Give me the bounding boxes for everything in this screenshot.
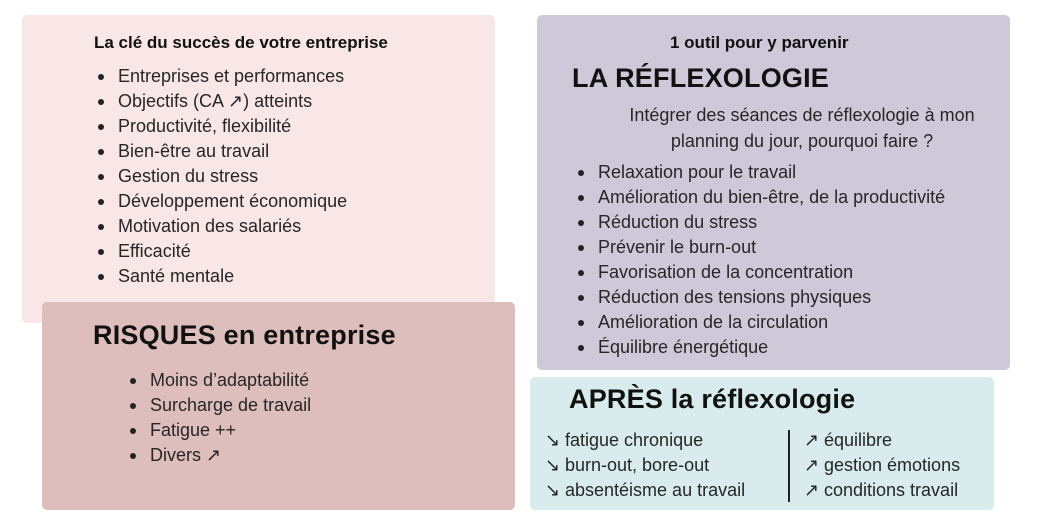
list-item: ↗conditions travail	[804, 478, 960, 503]
list-item: Relaxation pour le travail	[578, 160, 945, 185]
after-reflexology-panel	[530, 377, 994, 510]
reflexology-benefits-list: Relaxation pour le travail Amélioration …	[578, 160, 945, 360]
key-success-title: La clé du succès de votre entreprise	[94, 33, 388, 52]
list-item: Prévenir le burn-out	[578, 235, 945, 260]
list-item: Productivité, flexibilité	[98, 114, 347, 139]
decrease-list: ↘fatigue chronique ↘burn-out, bore-out ↘…	[545, 428, 745, 503]
list-item: ↗équilibre	[804, 428, 960, 453]
risks-title: RISQUES en entreprise	[93, 320, 396, 350]
list-item: Développement économique	[98, 189, 347, 214]
list-item: Amélioration de la circulation	[578, 310, 945, 335]
down-arrow-icon: ↘	[545, 480, 561, 500]
list-item: Équilibre énergétique	[578, 335, 945, 360]
list-item: Santé mentale	[98, 264, 347, 289]
list-item: Objectifs (CA ↗) atteints	[98, 89, 347, 114]
list-item: Motivation des salariés	[98, 214, 347, 239]
list-item: ↘burn-out, bore-out	[545, 453, 745, 478]
list-item: Entreprises et performances	[98, 64, 347, 89]
list-item: ↗gestion émotions	[804, 453, 960, 478]
question-line-2: planning du jour, pourquoi faire ?	[670, 131, 934, 151]
risks-list: Moins d’adaptabilité Surcharge de travai…	[130, 368, 311, 468]
risks-panel	[42, 302, 515, 510]
list-item: Efficacité	[98, 239, 347, 264]
list-item: Gestion du stress	[98, 164, 347, 189]
list-item: Moins d’adaptabilité	[130, 368, 311, 393]
key-success-list: Entreprises et performances Objectifs (C…	[98, 64, 347, 289]
list-item: Amélioration du bien-être, de la product…	[578, 185, 945, 210]
list-item: Réduction du stress	[578, 210, 945, 235]
list-item: Fatigue ++	[130, 418, 311, 443]
list-item: ↘absentéisme au travail	[545, 478, 745, 503]
reflexology-title: LA RÉFLEXOLOGIE	[572, 63, 830, 93]
reflexology-question: Intégrer des séances de réflexologie à m…	[600, 102, 1004, 154]
list-item: ↘fatigue chronique	[545, 428, 745, 453]
down-arrow-icon: ↘	[545, 430, 561, 450]
up-arrow-icon: ↗	[804, 455, 820, 475]
question-line-1: Intégrer des séances de réflexologie à m…	[629, 105, 975, 125]
reflexology-panel	[537, 15, 1010, 370]
reflexology-subtitle: 1 outil pour y parvenir	[670, 33, 849, 52]
column-divider	[788, 430, 790, 502]
down-arrow-icon: ↘	[545, 455, 561, 475]
up-arrow-icon: ↗	[804, 480, 820, 500]
up-arrow-icon: ↗	[804, 430, 820, 450]
list-item: Favorisation de la concentration	[578, 260, 945, 285]
increase-list: ↗équilibre ↗gestion émotions ↗conditions…	[804, 428, 960, 503]
list-item: Réduction des tensions physiques	[578, 285, 945, 310]
after-title: APRÈS la réflexologie	[569, 384, 856, 414]
list-item: Bien-être au travail	[98, 139, 347, 164]
list-item: Divers ↗	[130, 443, 311, 468]
key-success-panel	[22, 15, 495, 323]
list-item: Surcharge de travail	[130, 393, 311, 418]
